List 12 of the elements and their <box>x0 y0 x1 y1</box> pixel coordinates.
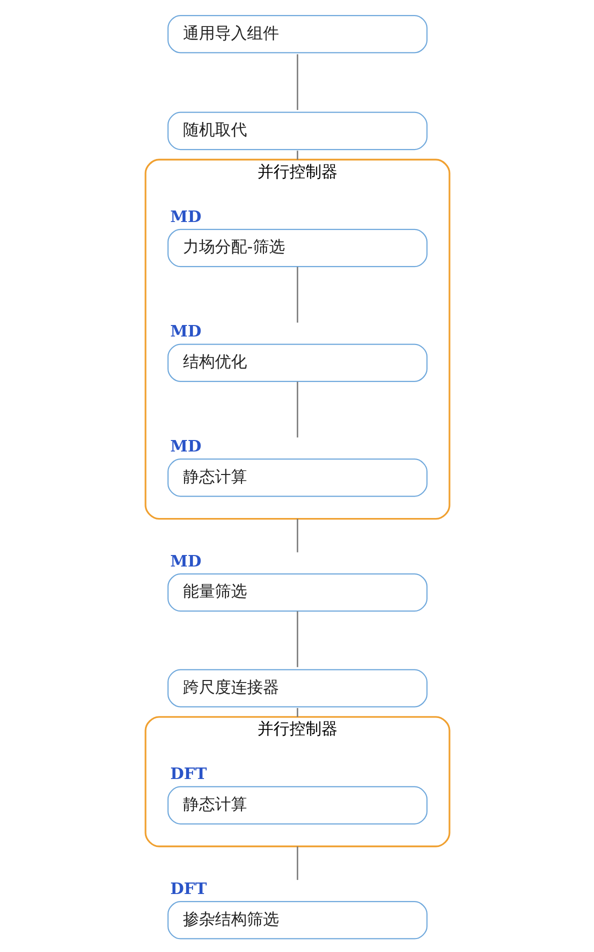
connector <box>296 266 298 323</box>
node-label: DFT <box>170 878 206 898</box>
node-label: MD <box>170 551 201 570</box>
connector <box>296 382 298 438</box>
node-label: DFT <box>170 764 206 784</box>
connector <box>296 54 298 110</box>
connector <box>296 846 298 880</box>
connector <box>296 611 298 668</box>
connector <box>296 518 298 552</box>
node-label: MD <box>170 206 201 226</box>
node-label: MD <box>170 322 201 341</box>
node-label: MD <box>170 436 201 456</box>
